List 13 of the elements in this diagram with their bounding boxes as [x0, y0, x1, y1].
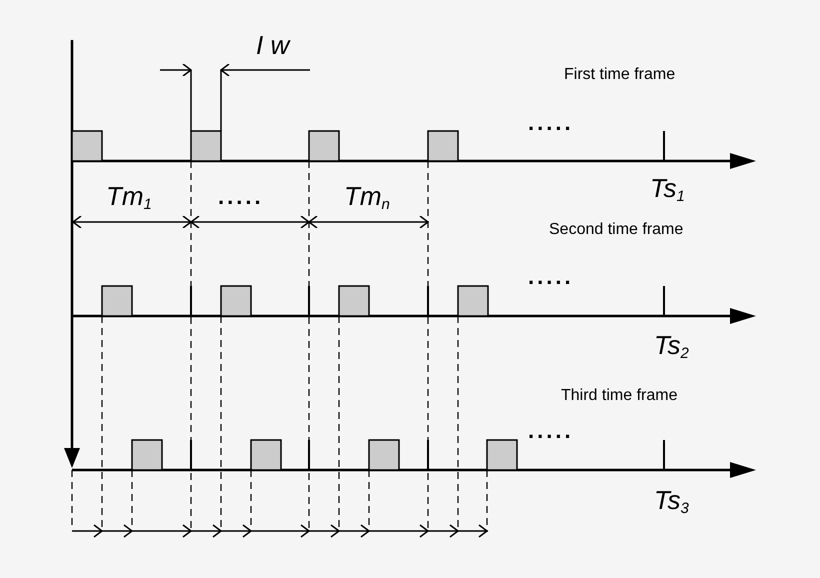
timing-label: Tm$_{n}$	[344, 183, 390, 209]
frame-title: Third time frame	[561, 388, 678, 404]
ellipsis: .....	[528, 112, 574, 134]
timing-label: Tm$_{1}$	[106, 183, 152, 209]
frame-title: First time frame	[564, 67, 676, 83]
timing-label: Ts$_{1}$	[650, 175, 685, 201]
frame-title: Second time frame	[549, 222, 684, 238]
timing-label: Ts$_{3}$	[654, 487, 689, 513]
ellipsis: .....	[528, 266, 574, 288]
ellipsis: .....	[528, 420, 574, 442]
timing-label: I w	[256, 32, 290, 58]
timing-label: Ts$_{2}$	[654, 332, 689, 358]
ellipsis: .....	[218, 186, 264, 208]
